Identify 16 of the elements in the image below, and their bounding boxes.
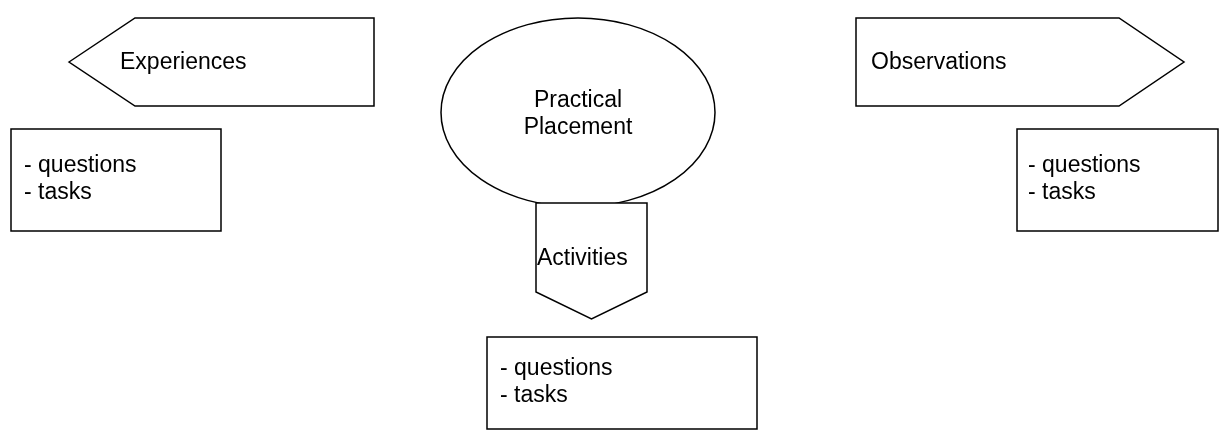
- node-label: Experiences: [120, 48, 247, 75]
- text-box: [1016, 128, 1219, 232]
- arrow-shape: [535, 202, 648, 320]
- list-item: - tasks: [500, 381, 568, 408]
- text-box: [486, 336, 758, 430]
- node-label: Practical Placement: [522, 85, 634, 140]
- node-label: Activities: [537, 244, 628, 271]
- node-label: Observations: [871, 48, 1007, 75]
- list-item: - questions: [1028, 151, 1141, 178]
- list-item: - tasks: [24, 178, 92, 205]
- list-item: - questions: [24, 151, 137, 178]
- list-item: - questions: [500, 354, 613, 381]
- list-item: - tasks: [1028, 178, 1096, 205]
- text-box: [10, 128, 222, 232]
- arrow-shape: [855, 17, 1185, 107]
- arrow-shape: [68, 17, 375, 107]
